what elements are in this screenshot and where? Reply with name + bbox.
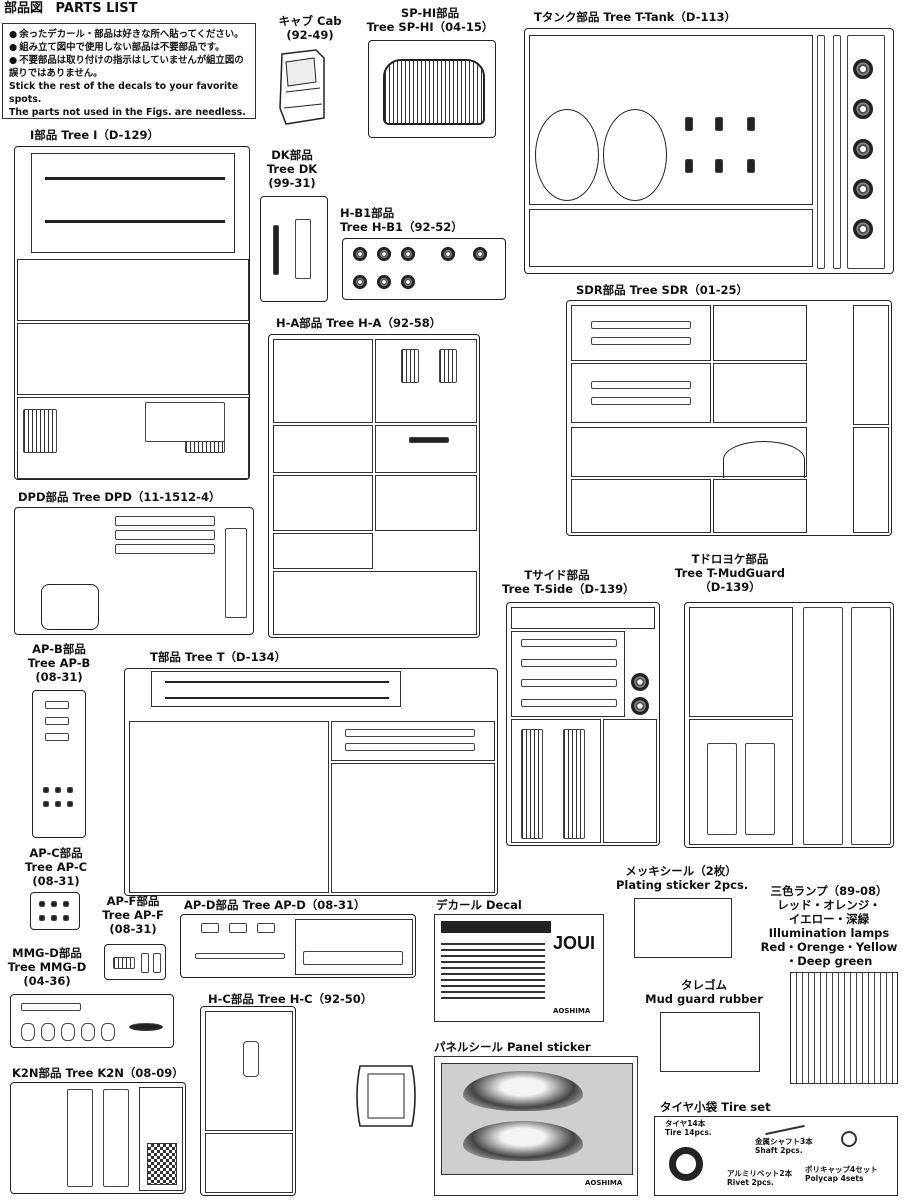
tree-sdr-frame [566, 300, 892, 536]
tree-ttank-label: Tタンク部品 Tree T-Tank（D-113） [534, 10, 736, 24]
tree-tmud-frame [684, 602, 894, 848]
tree-hc-label: H-C部品 Tree H-C（92-50） [208, 992, 373, 1006]
tree-t-label: T部品 Tree T（D-134） [150, 650, 287, 664]
tree-tside-frame [506, 602, 660, 846]
mudguard-rubber [660, 1012, 760, 1072]
tree-dk-frame [260, 196, 328, 302]
tree-sdr-label: SDR部品 Tree SDR（01-25） [576, 283, 749, 297]
shaft-jp: 金属シャフト3本 [755, 1137, 813, 1146]
tree-dpd-label: DPD部品 Tree DPD（11-1512-4） [18, 490, 221, 504]
parts-list-header: 部品図 PARTS LIST [4, 2, 137, 16]
tree-cab-label: キャブ Cab (92-49) [278, 14, 342, 42]
tree-dk-label: DK部品 Tree DK (99-31) [266, 148, 318, 190]
tree-ha-label: H-A部品 Tree H-A（92-58） [276, 316, 442, 330]
header-jp: 部品図 [4, 1, 44, 16]
decal-label: デカール Decal [436, 898, 522, 912]
plating-label: メッキシール（2枚） Plating sticker 2pcs. [616, 864, 749, 892]
polycap-icon [841, 1131, 857, 1147]
note-2: 組み立て図中で使用しない部品は不要部品です。 [9, 41, 249, 54]
decal-logo: JOUI [553, 933, 596, 953]
tree-apd-label: AP-D部品 Tree AP-D（08-31） [184, 898, 366, 912]
tree-hc-frame [200, 1006, 296, 1196]
rivet-jp: アルミリベット2本 [727, 1169, 793, 1178]
note-4: Stick the rest of the decals to your fav… [9, 81, 239, 105]
rivet-en: Rivet 2pcs. [727, 1178, 774, 1187]
tree-apb-label: AP-B部品 Tree AP-B (08-31) [27, 642, 91, 684]
panel-sticker-label: パネルシール Panel sticker [434, 1040, 591, 1054]
tree-i-frame [14, 146, 250, 480]
tree-sphi-frame [368, 40, 496, 138]
tree-apc-label: AP-C部品 Tree AP-C (08-31) [24, 846, 88, 888]
tree-ttank-frame [524, 28, 894, 274]
tireset-box: タイヤ14本 Tire 14pcs. 金属シャフト3本 Shaft 2pcs. … [654, 1116, 898, 1196]
decal-brand: AOSHIMA [553, 1007, 591, 1015]
tree-apf-label: AP-F部品 Tree AP-F (08-31) [102, 894, 164, 936]
note-3: 不要部品は取り付けの指示はしていませんが組立図の誤りではありません。 [9, 54, 249, 80]
tree-i-label: I部品 Tree I（D-129） [30, 128, 159, 142]
header-en: PARTS LIST [55, 1, 138, 16]
tire-icon [669, 1147, 703, 1181]
tree-ha-frame [268, 334, 480, 638]
panel-brand: AOSHIMA [585, 1179, 623, 1187]
tree-mmgd-label: MMG-D部品 Tree MMG-D (04-36) [7, 946, 87, 988]
tree-sphi-label: SP-HI部品 Tree SP-HI（04-15） [366, 6, 494, 34]
tire-jp: タイヤ14本 [665, 1119, 706, 1128]
tree-hb1-frame [342, 238, 506, 300]
mudrubber-label: タレゴム Mud guard rubber [645, 978, 763, 1006]
polycap-jp: ポリキャップ4セット [805, 1165, 878, 1174]
tree-t-frame [124, 668, 498, 896]
tree-hb1-label: H-B1部品 Tree H-B1（92-52） [340, 206, 463, 234]
tree-apc-frame [30, 892, 80, 930]
tree-k2n-frame [10, 1082, 186, 1194]
tree-dpd-frame [14, 507, 254, 635]
shaft-en: Shaft 2pcs. [755, 1146, 803, 1155]
lamps-label: 三色ランプ（89-08） レッド・オレンジ・ イエロー・深緑 Illuminat… [760, 884, 898, 968]
tire-en: Tire 14pcs. [665, 1128, 712, 1137]
tree-apf-frame [104, 944, 166, 980]
hc-grille [350, 1060, 422, 1132]
panel-sticker: AOSHIMA [434, 1056, 638, 1196]
shaft-icon [765, 1124, 805, 1136]
decal-sheet: JOUI AOSHIMA [434, 914, 604, 1022]
tree-tmud-label: Tドロヨケ部品 Tree T-MudGuard （D-139） [675, 552, 785, 594]
tree-mmgd-frame [10, 994, 174, 1048]
lamps-runner [790, 972, 898, 1084]
tireset-label: タイヤ小袋 Tire set [660, 1100, 771, 1114]
note-1: 余ったデカール・部品は好きな所へ貼ってください。 [9, 28, 249, 41]
tree-tside-label: Tサイド部品 Tree T-Side（D-139） [502, 568, 635, 596]
tree-apd-frame [180, 914, 416, 978]
note-5: The parts not used in the Figs. are need… [9, 107, 246, 118]
tree-apb-frame [32, 690, 86, 838]
notes-box: 余ったデカール・部品は好きな所へ貼ってください。 組み立て図中で使用しない部品は… [2, 23, 256, 119]
plating-sticker [634, 898, 732, 958]
polycap-en: Polycap 4sets [805, 1174, 864, 1183]
cab-drawing [276, 48, 328, 128]
tree-k2n-label: K2N部品 Tree K2N（08-09） [12, 1066, 184, 1080]
